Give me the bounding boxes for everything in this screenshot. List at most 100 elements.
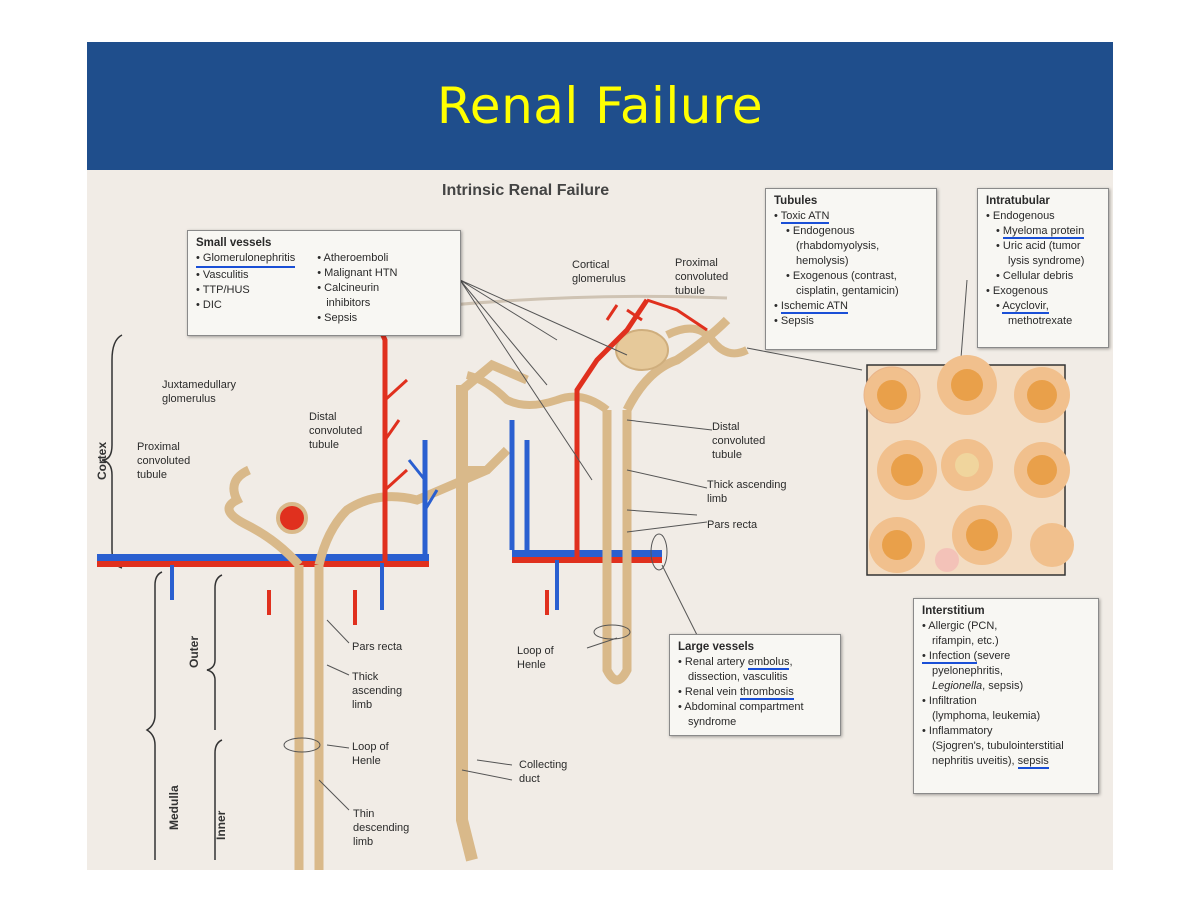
thrombosis-text: thrombosis bbox=[739, 686, 794, 700]
interstitium-title: Interstitium bbox=[922, 605, 985, 617]
small-vessels-left: • Glomerulonephritis • Vasculitis • TTP/… bbox=[196, 251, 296, 326]
intratubular-exogenous: • Exogenous bbox=[986, 285, 1048, 297]
distal-left-line2: convoluted bbox=[309, 425, 363, 437]
allergic-item: • Allergic (PCN, bbox=[922, 620, 998, 632]
abdominal-compartment-item: • Abdominal compartment bbox=[678, 701, 804, 713]
loop-left-line1: Loop of bbox=[352, 741, 389, 753]
thin-line3: limb bbox=[353, 836, 374, 848]
infection-text: • Infection ( bbox=[922, 650, 978, 664]
inflammatory-detail-2: nephritis uveitis), sepsis bbox=[922, 754, 1090, 769]
embolus-text: embolus bbox=[747, 656, 790, 670]
loop-left-line2: Henle bbox=[352, 755, 381, 767]
proximal-right-label: Proximal convoluted tubule bbox=[675, 256, 728, 298]
renal-vein-item: • Renal vein thrombosis bbox=[678, 685, 832, 700]
pars-recta-left-label: Pars recta bbox=[352, 641, 403, 653]
legionella-line: Legionella, sepsis) bbox=[922, 679, 1090, 694]
abdominal-compartment-detail: syndrome bbox=[688, 716, 737, 728]
calcineurin-item: • Calcineurin bbox=[317, 282, 380, 294]
thick-left-line1: Thick bbox=[352, 671, 379, 683]
inhibitors-item: inhibitors bbox=[326, 297, 371, 309]
tubules-endogenous-detail-2: hemolysis) bbox=[796, 255, 849, 267]
atheroemboli-item: • Atheroemboli bbox=[317, 252, 389, 264]
juxtamedullary-line1: Juxtamedullary bbox=[162, 379, 236, 391]
tubules-sepsis: • Sepsis bbox=[774, 315, 814, 327]
small-vessels-box: Small vessels • Glomerulonephritis • Vas… bbox=[187, 230, 461, 336]
distal-left-line3: tubule bbox=[309, 439, 339, 451]
inner-label: Inner bbox=[214, 810, 228, 840]
medulla-label: Medulla bbox=[167, 785, 181, 830]
distal-right-line1: Distal bbox=[712, 421, 740, 433]
glomerulonephritis-item: • Glomerulonephritis bbox=[196, 251, 296, 268]
legionella-rest: , sepsis) bbox=[982, 680, 1024, 692]
thin-line2: descending bbox=[353, 822, 410, 834]
interstitium-box: Interstitium • Allergic (PCN, rifampin, … bbox=[913, 598, 1099, 794]
legionella-text: Legionella bbox=[932, 680, 983, 692]
tubules-exogenous-detail: cisplatin, gentamicin) bbox=[796, 285, 899, 297]
distal-right-line3: tubule bbox=[712, 449, 742, 461]
distal-left-line1: Distal bbox=[309, 411, 337, 423]
thin-descending-label: Thin descending limb bbox=[353, 807, 409, 849]
toxic-atn-item: • Toxic ATN bbox=[774, 210, 830, 224]
diagram-title: Intrinsic Renal Failure bbox=[442, 182, 610, 199]
ischemic-atn-text: Ischemic ATN bbox=[780, 300, 848, 314]
tubules-endogenous-detail-1: (rhabdomyolysis, bbox=[796, 240, 880, 252]
cellular-debris-item: • Cellular debris bbox=[996, 270, 1074, 282]
dic-item: • DIC bbox=[196, 299, 222, 311]
distal-right-label: Distal convoluted tubule bbox=[712, 420, 765, 462]
cortical-line2: glomerulus bbox=[572, 273, 626, 285]
intratubular-box: Intratubular • Endogenous • Myeloma prot… bbox=[977, 188, 1109, 348]
nephron-illustration bbox=[97, 279, 1074, 870]
allergic-detail: rifampin, etc.) bbox=[932, 635, 999, 647]
ischemic-atn-item: • Ischemic ATN bbox=[774, 300, 848, 314]
intratubular-endogenous: • Endogenous bbox=[986, 210, 1055, 222]
proximal-right-line3: tubule bbox=[675, 285, 705, 297]
myeloma-text: Myeloma protein bbox=[1002, 225, 1085, 239]
thick-ascending-left-label: Thick ascending limb bbox=[352, 670, 402, 712]
vasculitis-item: • Vasculitis bbox=[196, 269, 249, 281]
myeloma-item: • Myeloma protein bbox=[996, 225, 1085, 239]
cortical-glomerulus-label: Cortical glomerulus bbox=[572, 258, 626, 286]
thick-left-line3: limb bbox=[352, 699, 373, 711]
renal-artery-comma: , bbox=[789, 656, 793, 668]
interstitium-sepsis-text: sepsis bbox=[1017, 755, 1049, 769]
large-vessels-box: Large vessels • Renal artery embolus, di… bbox=[669, 634, 841, 736]
outer-label: Outer bbox=[187, 635, 201, 668]
thick-ascending-right-label: Thick ascending limb bbox=[707, 478, 787, 506]
tubules-endogenous: • Endogenous bbox=[786, 225, 855, 237]
renal-artery-detail: dissection, vasculitis bbox=[688, 671, 788, 683]
uric-acid-item: • Uric acid (tumor bbox=[996, 240, 1081, 252]
renal-vein-text: • Renal vein bbox=[678, 686, 740, 698]
loop-mid-line2: Henle bbox=[517, 659, 546, 671]
collecting-duct-label: Collecting duct bbox=[519, 758, 567, 786]
cortex-label: Cortex bbox=[95, 441, 109, 480]
distal-left-label: Distal convoluted tubule bbox=[309, 410, 362, 452]
cortical-line1: Cortical bbox=[572, 259, 610, 271]
thick-left-line2: ascending bbox=[352, 685, 403, 697]
inflammatory-item: • Inflammatory bbox=[922, 725, 993, 737]
proximal-right-line1: Proximal bbox=[675, 257, 718, 269]
loop-henle-mid-label: Loop of Henle bbox=[517, 644, 554, 672]
thin-line1: Thin bbox=[353, 808, 375, 820]
juxtamedullary-label: Juxtamedullary glomerulus bbox=[162, 378, 236, 406]
sepsis-item: • Sepsis bbox=[317, 312, 358, 324]
renal-artery-item: • Renal artery embolus, bbox=[678, 655, 832, 670]
proximal-left-line2: convoluted bbox=[137, 455, 191, 467]
loop-henle-left-label: Loop of Henle bbox=[352, 740, 389, 768]
ttp-hus-item: • TTP/HUS bbox=[196, 284, 250, 296]
distal-right-line2: convoluted bbox=[712, 435, 766, 447]
diagram-photo: Intrinsic Renal Failure Small vessels • … bbox=[87, 170, 1113, 870]
infiltration-detail: (lymphoma, leukemia) bbox=[932, 710, 1041, 722]
slide-title: Renal Failure bbox=[436, 77, 764, 135]
acyclovir-text: Acyclovir, bbox=[1002, 300, 1049, 314]
infection-rest: severe bbox=[977, 650, 1011, 662]
pars-recta-right-label: Pars recta bbox=[707, 519, 758, 531]
toxic-atn-text: Toxic ATN bbox=[780, 210, 830, 224]
malignant-htn-item: • Malignant HTN bbox=[317, 267, 398, 279]
proximal-right-line2: convoluted bbox=[675, 271, 729, 283]
tubules-box: Tubules • Toxic ATN • Endogenous (rhabdo… bbox=[765, 188, 937, 350]
collecting-line2: duct bbox=[519, 773, 540, 785]
collecting-line1: Collecting bbox=[519, 759, 568, 771]
slide-header: Renal Failure bbox=[87, 42, 1113, 170]
renal-artery-text: • Renal artery bbox=[678, 656, 748, 668]
proximal-left-label: Proximal convoluted tubule bbox=[137, 440, 190, 482]
